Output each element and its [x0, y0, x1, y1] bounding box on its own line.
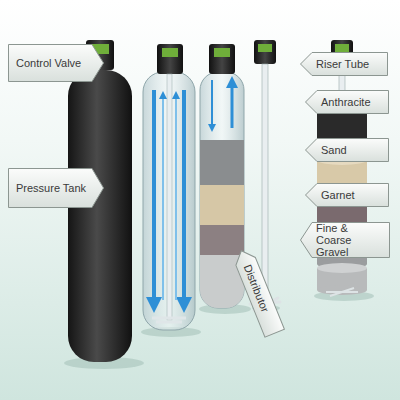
- callout-banner: Control Valve: [8, 44, 104, 82]
- banner-outline: [305, 138, 389, 162]
- banner-shape: [306, 184, 389, 207]
- banner-shape: [306, 91, 389, 114]
- callout-label: Riser Tube: [316, 58, 382, 70]
- banner-shape: [9, 169, 104, 208]
- callout-label: Garnet: [321, 189, 383, 201]
- callout-label: Anthracite: [321, 96, 383, 108]
- banner-shape: [232, 247, 285, 337]
- callout-label: Fine & Coarse Gravel: [316, 222, 384, 258]
- callout-banner: Fine & Coarse Gravel: [300, 222, 390, 258]
- callout-banner: Anthracite: [305, 90, 389, 114]
- callout-banner: Distributor: [231, 246, 285, 338]
- callout-banner: Pressure Tank: [8, 168, 104, 208]
- callout-label: Sand: [321, 144, 383, 156]
- callout-label: Pressure Tank: [16, 182, 88, 194]
- callout-banner: Garnet: [305, 183, 389, 207]
- callout-banner: Sand: [305, 138, 389, 162]
- banner-shape: [306, 139, 389, 162]
- callout-banner: Riser Tube: [300, 52, 388, 76]
- callout-label: Control Valve: [16, 57, 88, 69]
- banner-shape: [301, 53, 388, 76]
- banner-shape: [301, 223, 390, 258]
- banner-shape: [9, 45, 104, 82]
